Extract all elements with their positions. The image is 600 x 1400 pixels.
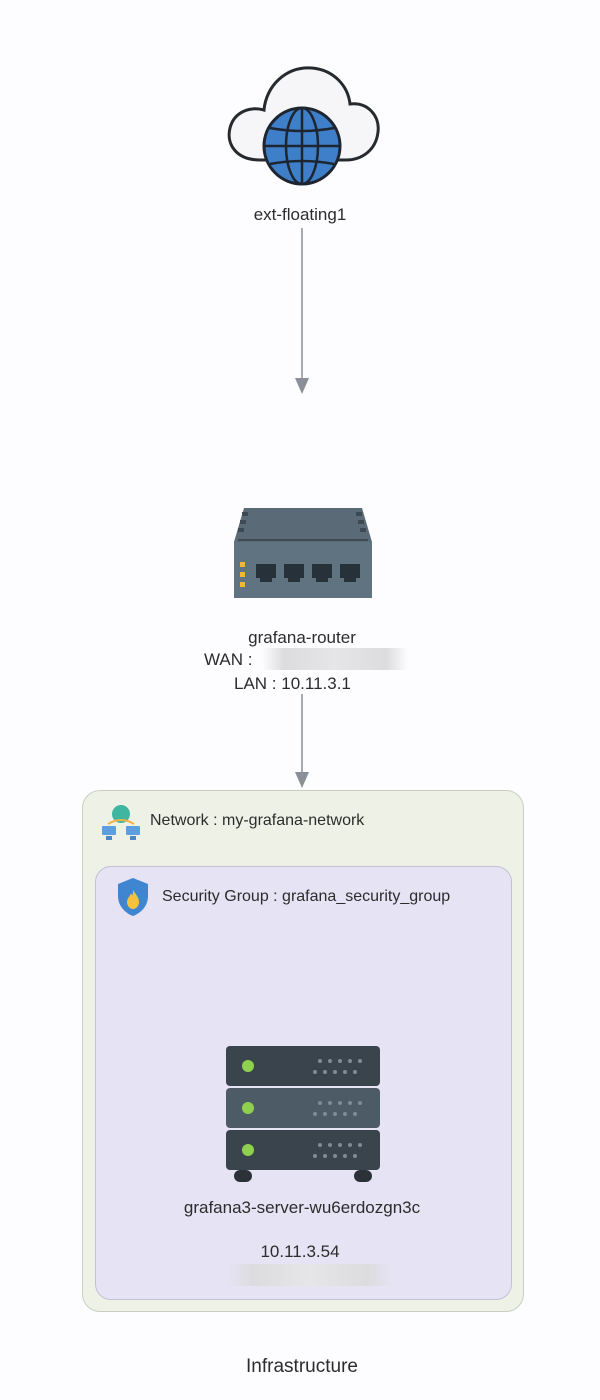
router-wan-label: WAN : [204,650,253,669]
connector-arrow-ext-to-router [292,228,312,398]
redacted-wan-ip [262,648,408,670]
server-ip: 10.11.3.54 [260,1242,340,1261]
cloud-globe-icon [222,56,382,188]
network-icon [100,802,142,842]
network-label: Network : my-grafana-network [150,812,365,829]
router-icon [230,506,376,602]
router-lan-label: LAN : 10.11.3.1 [234,674,351,693]
security-group-label: Security Group : grafana_security_group [162,888,451,905]
diagram-title: Infrastructure [246,1356,358,1377]
router-name: grafana-router [248,628,356,647]
redacted-server-floating-ip [228,1264,392,1286]
connector-arrow-router-to-network [292,694,312,792]
external-network-label: ext-floating1 [253,205,347,224]
security-shield-icon [116,876,150,918]
server-rack-icon[interactable] [224,1046,382,1184]
server-name: grafana3-server-wu6erdozgn3c [183,1198,421,1217]
